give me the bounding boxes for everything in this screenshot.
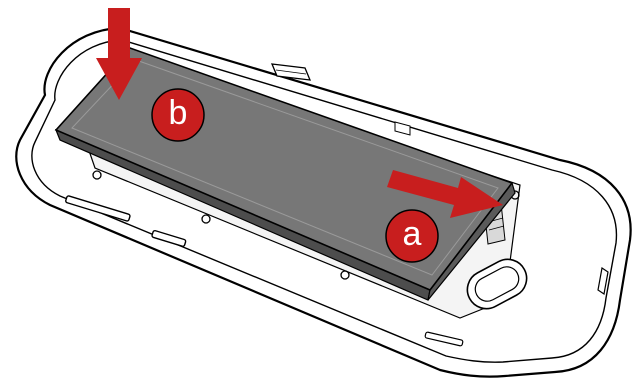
step-a-badge: [385, 209, 439, 263]
arrow-down-icon: [96, 8, 142, 100]
step-b-label: b: [169, 94, 188, 132]
screw-hole: [92, 170, 102, 180]
step-b-marker: b: [96, 8, 205, 142]
screw-hole: [340, 270, 350, 280]
step-a-label: a: [403, 215, 422, 253]
step-b-badge: [151, 88, 205, 142]
screw-hole: [201, 214, 211, 224]
arrow-right-icon: [387, 170, 503, 218]
bottom-port: [424, 331, 464, 347]
speaker-grille: [466, 258, 528, 310]
step-a-marker: a: [385, 170, 503, 263]
side-grip-right: [597, 266, 609, 296]
side-button-power[interactable]: [151, 229, 187, 247]
compartment-tab: [394, 121, 411, 136]
side-button-volume[interactable]: [65, 195, 131, 222]
